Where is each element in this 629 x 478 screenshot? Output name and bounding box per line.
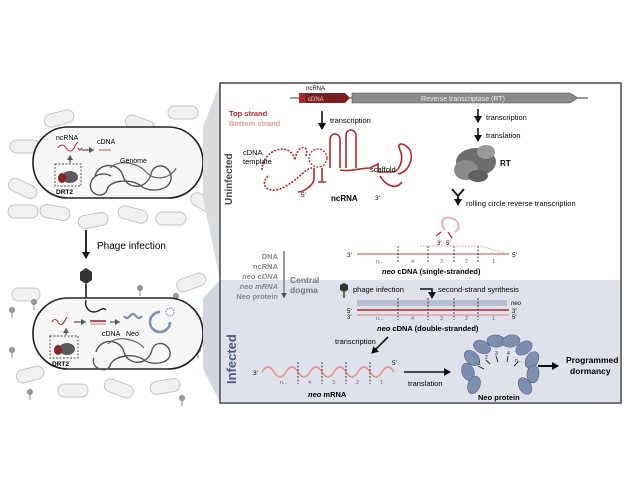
genome-loops	[89, 164, 172, 196]
rt-protein-blob	[62, 171, 78, 183]
ss-cdna	[357, 245, 509, 262]
mrna-3prime: 3'	[253, 370, 258, 377]
neo-small-icon	[123, 312, 143, 320]
infected-label: Infected	[224, 334, 239, 384]
ncrna-structure	[261, 129, 413, 193]
gene-map-ncrna-label: ncRNA	[306, 86, 325, 92]
gene-map-cdna-label: cDNA	[308, 97, 324, 103]
step-rt: RT	[500, 159, 511, 168]
protein-num-3: 3	[495, 351, 498, 357]
dogma-neo-mrna: neo mRNA	[240, 282, 278, 291]
dogma-neo-protein: Neo protein	[236, 292, 278, 301]
cell-bottom-drt2-label: DRT2	[52, 361, 69, 368]
ncrna-3prime: 3'	[375, 195, 380, 202]
loop-3prime: 3'	[437, 241, 441, 247]
phage-infection-label: Phage infection	[97, 241, 166, 252]
mrna-num-2: 2	[356, 380, 359, 386]
dogma-ncrna: ncRNA	[253, 262, 279, 271]
ncrna-5prime: 5'	[301, 192, 306, 199]
loop-5prime: 5'	[446, 241, 450, 247]
protein-num-2: 2	[485, 355, 488, 361]
mrna-label: neo mRNA	[308, 390, 347, 399]
ss-num-4: 4	[411, 259, 414, 265]
step-transcription-left: transcription	[330, 116, 371, 125]
gene-map	[290, 92, 588, 104]
drt2-box	[54, 163, 82, 187]
ds-5prime-right: 5'	[512, 315, 516, 321]
cell-top-cdna-label: cDNA	[97, 139, 116, 146]
ds-3prime-left: 3'	[347, 315, 351, 321]
protein-num-1: 1	[478, 361, 481, 367]
mrna-5prime: 5'	[392, 360, 397, 367]
protein-num-4: 4	[507, 351, 510, 357]
neo-protein-label: Neo protein	[478, 393, 520, 402]
step-scaffold: scaffold	[370, 165, 396, 174]
ss-num-n: n...	[376, 259, 384, 265]
mrna-markers	[297, 362, 371, 384]
legend-bottom-strand: Bottom strand	[229, 119, 281, 128]
central-dogma: DNA ncRNA neo cDNA neo mRNA Neo protein …	[236, 251, 319, 301]
ss-num-1: 1	[492, 259, 495, 265]
merge-arrow	[452, 188, 464, 205]
gene-map-rt-label: Reverse transcriptase (RT)	[421, 96, 505, 103]
uninfected-label: Uninfected	[224, 153, 235, 205]
phage-icon	[340, 283, 348, 298]
mrna-num-1: 1	[380, 380, 383, 386]
step-cdna-template-1: cDNA	[243, 148, 263, 157]
protein-ticks	[477, 355, 519, 370]
cell-bottom-cdna-label: cDNA	[102, 331, 121, 338]
step-translation-right: translation	[486, 131, 521, 140]
dogma-label-2: dogma	[290, 285, 318, 295]
ncrna-small	[57, 141, 83, 152]
programmed-label: Programmed	[566, 355, 618, 365]
step-transcription-bottom: transcription	[335, 337, 376, 346]
legend-top-strand: Top strand	[229, 109, 268, 118]
step-phage-infection: phage infection	[353, 285, 404, 294]
mrna-num-3: 3	[332, 380, 335, 386]
protein-num-n: n...	[515, 358, 522, 364]
step-translation-bottom: translation	[408, 379, 443, 388]
dormancy-label: dormancy	[570, 366, 611, 376]
ds-cdna-label: neo cDNA (double-stranded)	[377, 324, 479, 333]
rt-protein	[454, 145, 496, 182]
ds-num-2: 2	[465, 316, 468, 322]
dogma-dna: DNA	[262, 252, 279, 261]
ss-num-3: 3	[440, 259, 443, 265]
mrna-num-n: n...	[280, 380, 288, 386]
ds-5prime-left: 5'	[347, 309, 351, 315]
neo-mrna-wave	[261, 366, 395, 378]
ds-num-4: 4	[411, 316, 414, 322]
ds-num-3: 3	[440, 316, 443, 322]
ds-num-1: 1	[492, 316, 495, 322]
ds-3prime-right: 3'	[512, 309, 516, 315]
cell-top-ncrna-label: ncRNA	[56, 135, 79, 142]
step-cdna-template-2: template	[243, 157, 272, 166]
uninfected-cell	[32, 126, 204, 199]
infected-cell	[32, 268, 204, 371]
mrna-num-4: 4	[308, 380, 311, 386]
ss-5prime: 5'	[512, 252, 517, 259]
ds-num-n: n...	[376, 316, 384, 322]
ds-neo: neo	[511, 301, 522, 307]
ss-3prime: 3'	[347, 252, 352, 259]
phage-head-icon	[80, 268, 92, 284]
cell-top-drt2-label: DRT2	[56, 189, 73, 196]
ss-cdna-label: neo cDNA (single-stranded)	[382, 267, 481, 276]
cell-top-genome-label: Genome	[120, 158, 147, 165]
cell-bottom-neo-label: Neo	[126, 331, 139, 338]
ss-num-2: 2	[465, 259, 468, 265]
zoom-trapezoid-top	[203, 83, 220, 280]
step-rolling-circle: rolling circle reverse transcription	[466, 199, 576, 208]
dogma-neo-cdna: neo cDNA	[242, 272, 278, 281]
step-ncrna: ncRNA	[331, 194, 358, 203]
zoom-trapezoid-bottom	[203, 280, 220, 402]
ds-cdna	[357, 298, 509, 320]
step-second-strand: second-strand synthesis	[438, 285, 519, 294]
step-transcription-right: transcription	[486, 113, 527, 122]
dormancy-moon-icon	[148, 310, 172, 334]
neo-protein-ring	[461, 334, 540, 395]
dogma-label-1: Central	[290, 275, 319, 285]
